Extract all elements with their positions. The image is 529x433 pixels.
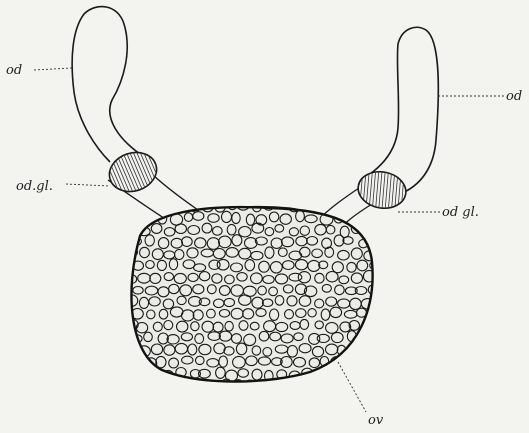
leader-odgl-left	[66, 184, 110, 186]
ovary	[119, 200, 382, 394]
ovary-cell	[366, 369, 375, 379]
ovary-cell	[372, 239, 381, 247]
ovary-cell	[369, 335, 380, 344]
right-oviducal-gland	[353, 164, 415, 217]
ovary-cell	[127, 370, 136, 381]
ovary-cell	[182, 380, 193, 390]
ovary-cell	[119, 310, 131, 318]
ovary-cell	[371, 357, 380, 366]
ovary-cell	[123, 223, 136, 235]
ovary-cell	[360, 334, 369, 344]
ovary-cell	[308, 380, 317, 389]
right-oviduct	[364, 27, 438, 194]
ovary-cell	[120, 334, 132, 342]
ovary-cell	[341, 371, 349, 379]
ovary-cell	[314, 371, 326, 379]
ovary-cell	[131, 214, 140, 222]
ovary-cell	[370, 213, 382, 222]
label-gland-right: od gl.	[442, 205, 479, 220]
ovary-cell	[301, 201, 311, 210]
label-oviduct-left: od	[6, 63, 22, 78]
ovary-cell	[122, 259, 131, 270]
ovary-cell	[327, 201, 339, 211]
ovary-cell	[145, 380, 157, 389]
ovary-cell	[131, 381, 142, 391]
ovary-cell	[364, 347, 376, 357]
leader-od-left	[34, 68, 72, 70]
ovary-cell	[124, 343, 134, 354]
ovary-cell	[369, 307, 378, 317]
ovary-cell	[339, 201, 350, 211]
ovary-cell	[120, 380, 131, 389]
ovary-cell	[131, 358, 144, 368]
ovary-cell	[360, 381, 369, 390]
ovary-cell	[268, 382, 281, 393]
ovary-cell	[362, 223, 372, 233]
ovary-cell	[331, 382, 343, 391]
ovary-cell	[328, 370, 337, 380]
ovary-cell	[119, 238, 132, 246]
left-oviducal-gland	[101, 142, 167, 201]
leader-ov	[338, 362, 366, 412]
ovary-cell	[282, 380, 291, 389]
label-gland-left: od.gl.	[16, 179, 53, 194]
ovary-cell	[367, 381, 380, 393]
ovary-cell	[124, 204, 134, 212]
ovary-cell	[352, 370, 360, 378]
ovary-cell	[122, 214, 131, 225]
ovary-cell	[320, 379, 330, 388]
ovary-cell	[169, 383, 178, 394]
ovary-cell	[120, 357, 131, 368]
left-oviduct	[72, 7, 146, 162]
ovary-cell	[165, 200, 175, 210]
ovary-cell	[137, 371, 147, 381]
ovary-cell	[151, 201, 162, 211]
ovary-cell	[359, 213, 369, 223]
label-ovary: ov	[368, 413, 384, 428]
ovary-cell	[297, 382, 306, 393]
ovary-cell	[352, 201, 364, 210]
ovary-cell	[350, 347, 361, 355]
ovary-cell	[208, 382, 219, 392]
label-oviduct-right: od	[506, 89, 522, 104]
ovary-cell	[157, 382, 168, 393]
ovary-cell	[357, 357, 367, 367]
ovary-cell	[363, 322, 374, 332]
ovary-cell	[151, 370, 162, 378]
ovary-cell	[347, 355, 356, 366]
ovary-cell	[312, 202, 323, 211]
